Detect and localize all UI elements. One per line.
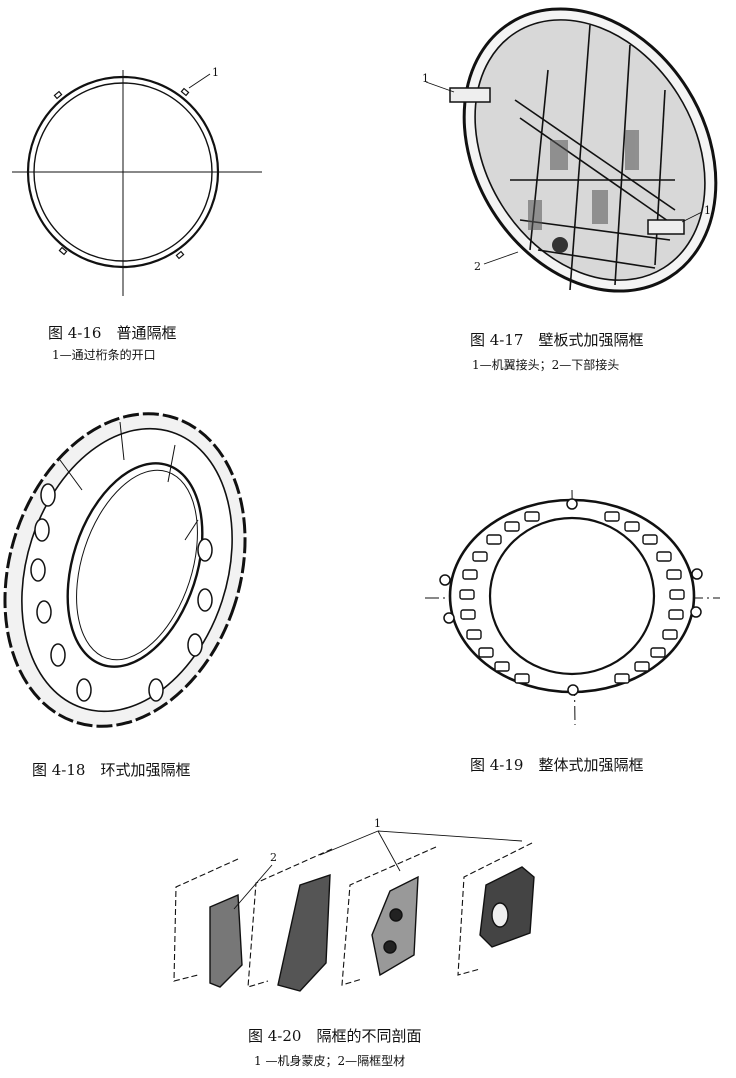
callout-2: 2 bbox=[474, 260, 481, 273]
ring-frame-drawing bbox=[3, 412, 247, 728]
frame-sections-drawing: 1 2 bbox=[173, 817, 535, 992]
figure-4-18-title: 图 4-18 环式加强隔框 bbox=[32, 761, 191, 779]
integral-frame-drawing bbox=[425, 489, 720, 726]
figure-4-16-subtitle: 1—通过桁条的开口 bbox=[52, 348, 156, 362]
figure-4-20: 1 2 bbox=[150, 815, 570, 1005]
figure-4-19 bbox=[425, 489, 725, 730]
ordinary-frame-drawing: 1 bbox=[12, 66, 262, 296]
callout-2: 2 bbox=[270, 851, 277, 864]
callout-1: 1 bbox=[374, 817, 381, 830]
panel-frame-drawing: 1 1 2 bbox=[422, 7, 718, 293]
figure-4-17: 1 1 2 bbox=[420, 0, 720, 305]
figure-4-19-title: 图 4-19 整体式加强隔框 bbox=[470, 756, 644, 774]
figure-4-20-subtitle: 1 —机身蒙皮；2—隔框型材 bbox=[254, 1054, 406, 1068]
figure-4-20-title: 图 4-20 隔框的不同剖面 bbox=[248, 1027, 422, 1045]
figure-4-18 bbox=[0, 400, 260, 740]
callout-1: 1 bbox=[212, 66, 219, 79]
figure-4-16: 1 bbox=[0, 50, 270, 300]
callout-1-left: 1 bbox=[422, 72, 429, 85]
figure-4-17-title: 图 4-17 壁板式加强隔框 bbox=[470, 331, 644, 349]
callout-1-right: 1 bbox=[704, 204, 711, 217]
figure-4-17-subtitle: 1—机翼接头；2—下部接头 bbox=[472, 358, 620, 372]
figure-4-16-title: 图 4-16 普通隔框 bbox=[48, 324, 177, 342]
